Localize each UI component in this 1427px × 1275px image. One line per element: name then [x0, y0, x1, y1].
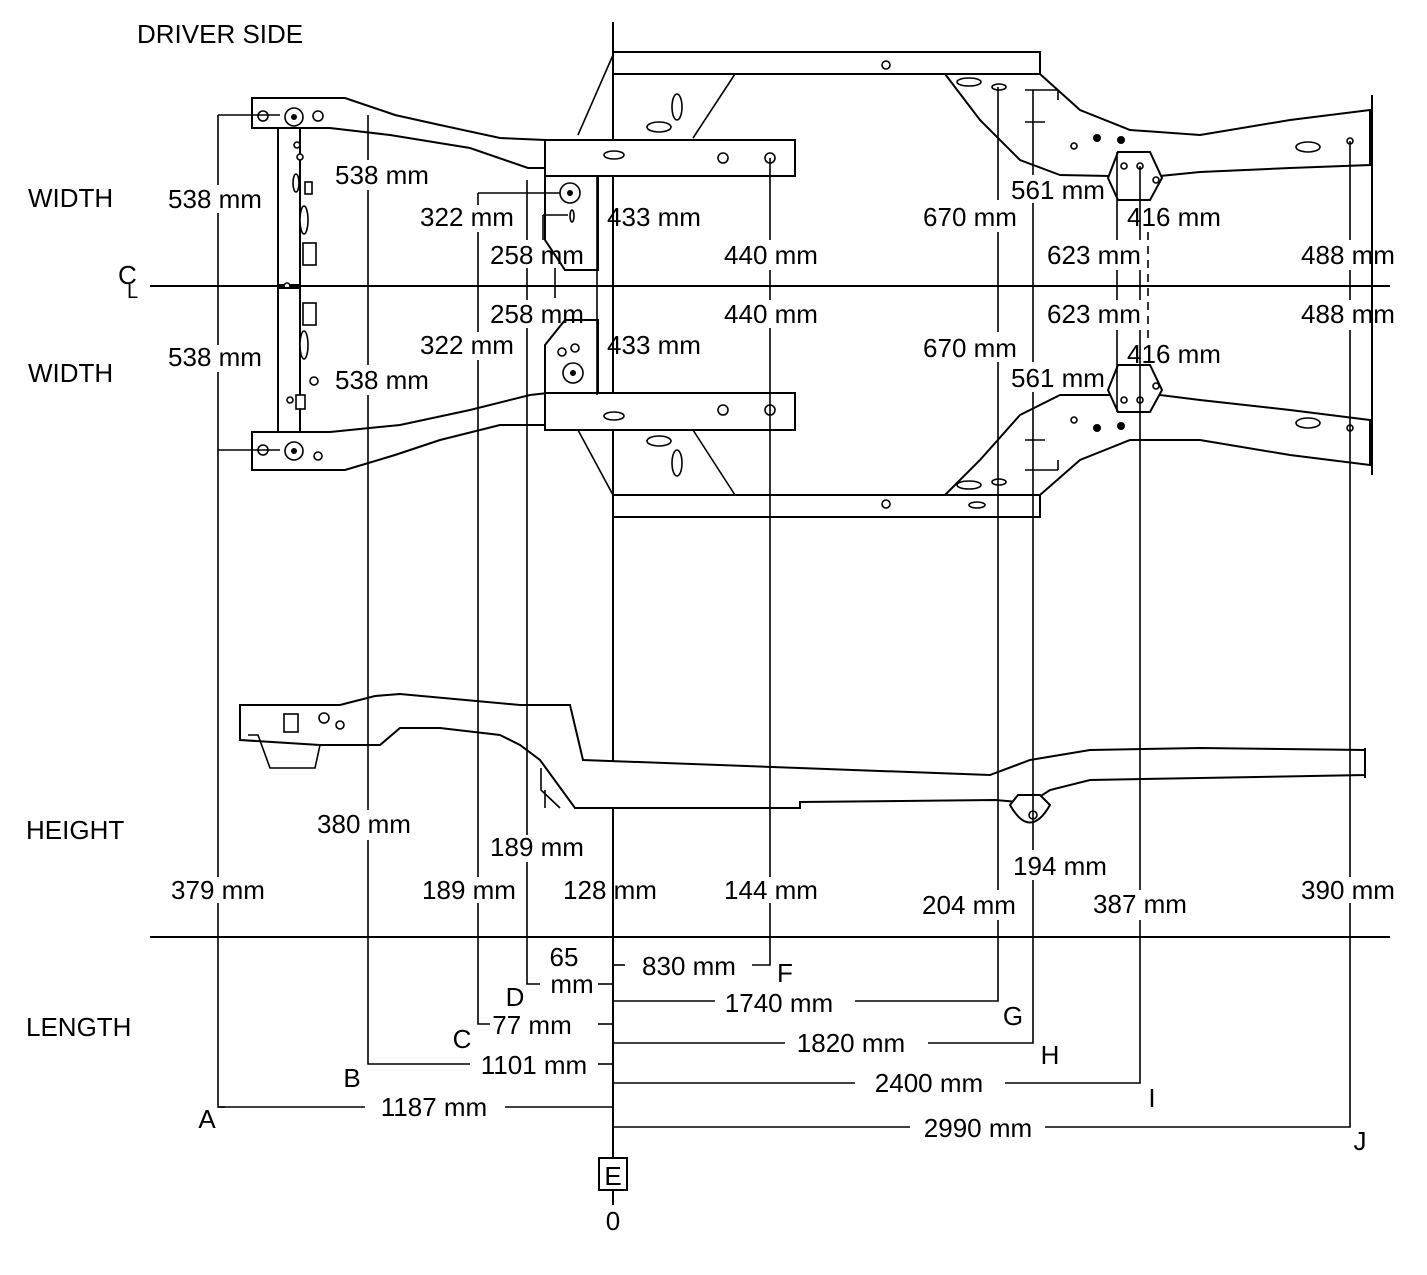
dim-label: 204 mm — [922, 890, 1016, 920]
frame-top-view-passenger — [251, 287, 1373, 518]
dim-label: 538 mm — [168, 184, 262, 214]
title: DRIVER SIDE — [137, 19, 303, 49]
point-label-d: D — [506, 982, 525, 1012]
height-dimensions: 379 mm 380 mm 189 mm 189 mm 128 mm 144 m… — [171, 809, 1395, 920]
length-dimensions: 65 mm 830 mm 1740 mm 77 mm 1820 mm 1101 … — [381, 942, 1032, 1143]
dim-label: 416 mm — [1127, 202, 1221, 232]
dim-label: 322 mm — [420, 202, 514, 232]
dim-label: 623 mm — [1047, 240, 1141, 270]
dim-label: 258 mm — [490, 240, 584, 270]
dim-label: 189 mm — [490, 832, 584, 862]
dim-label: 2400 mm — [875, 1068, 983, 1098]
dim-label: 380 mm — [317, 809, 411, 839]
point-label-i: I — [1148, 1083, 1155, 1113]
dim-label: 194 mm — [1013, 851, 1107, 881]
dim-label: 440 mm — [724, 240, 818, 270]
datum-e-label: E — [604, 1161, 621, 1191]
point-label-f: F — [777, 958, 793, 988]
width-upper-dimensions: 538 mm 538 mm 322 mm 433 mm 258 mm 440 m… — [168, 160, 1395, 270]
dim-label: 2990 mm — [924, 1113, 1032, 1143]
centerline-c: C — [118, 260, 137, 290]
dim-label: mm — [550, 969, 593, 999]
dim-label: 623 mm — [1047, 299, 1141, 329]
centerline-l: L — [127, 281, 138, 303]
length-label: LENGTH — [26, 1012, 131, 1042]
dim-label: 387 mm — [1093, 889, 1187, 919]
dim-label: 390 mm — [1301, 875, 1395, 905]
point-letters: A B C D F G H I J — [198, 958, 1366, 1156]
point-label-a: A — [198, 1104, 216, 1134]
dim-label: 670 mm — [923, 202, 1017, 232]
dim-label: 144 mm — [724, 875, 818, 905]
dim-label: 258 mm — [490, 299, 584, 329]
datum-e-marker: E 0 — [598, 1157, 628, 1236]
frame-side-view — [239, 692, 1366, 824]
datum-zero-label: 0 — [606, 1206, 620, 1236]
dim-label: 1740 mm — [725, 988, 833, 1018]
point-label-g: G — [1003, 1001, 1023, 1031]
dim-label: 1187 mm — [381, 1092, 487, 1122]
dim-label: 1820 mm — [797, 1028, 905, 1058]
dim-label: 561 mm — [1011, 363, 1105, 393]
point-leaders — [217, 87, 1351, 1128]
point-label-c: C — [453, 1024, 472, 1054]
dim-label: 322 mm — [420, 330, 514, 360]
dim-label: 488 mm — [1301, 240, 1395, 270]
dim-label: 538 mm — [168, 342, 262, 372]
dim-label: 670 mm — [923, 333, 1017, 363]
dim-label: 830 mm — [642, 951, 736, 981]
dim-label: 440 mm — [724, 299, 818, 329]
frame-top-view-driver — [251, 51, 1373, 290]
width-lower-dimensions: 538 mm 538 mm 322 mm 433 mm 258 mm 440 m… — [168, 299, 1395, 395]
dim-label: 189 mm — [422, 875, 516, 905]
width-label-upper: WIDTH — [28, 183, 113, 213]
height-label: HEIGHT — [26, 815, 124, 845]
dim-label: 379 mm — [171, 875, 265, 905]
dim-label: 416 mm — [1127, 339, 1221, 369]
point-label-j: J — [1354, 1126, 1367, 1156]
point-label-b: B — [343, 1063, 360, 1093]
dim-label: 538 mm — [335, 365, 429, 395]
dim-label: 77 mm — [492, 1010, 571, 1040]
dim-label: 488 mm — [1301, 299, 1395, 329]
dim-label: 128 mm — [563, 875, 657, 905]
dim-label: 538 mm — [335, 160, 429, 190]
point-label-h: H — [1041, 1040, 1060, 1070]
dim-label: 561 mm — [1011, 175, 1105, 205]
dim-label: 433 mm — [607, 202, 701, 232]
dim-label: 65 — [550, 942, 579, 972]
dim-label: 1101 mm — [481, 1050, 587, 1080]
width-label-lower: WIDTH — [28, 358, 113, 388]
dim-label: 433 mm — [607, 330, 701, 360]
